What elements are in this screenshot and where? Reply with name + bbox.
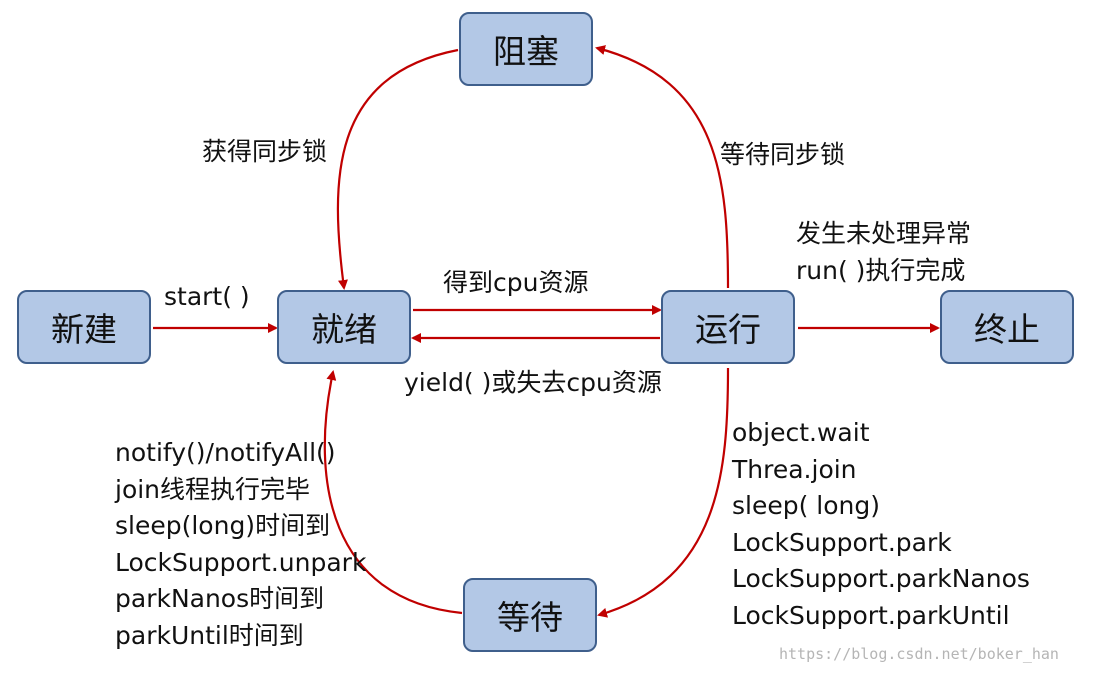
arrow-blocked-to-ready — [336, 48, 459, 290]
label-start: start( ) — [164, 282, 250, 311]
label-get-cpu: 得到cpu资源 — [443, 268, 589, 297]
wait-line: sleep( long) — [732, 491, 881, 520]
wakeup-line: parkNanos时间到 — [115, 584, 325, 613]
state-waiting: 等待 — [463, 578, 597, 652]
label-wakeup-conditions: notify()/notifyAll() join线程执行完毕 sleep(lo… — [115, 435, 366, 654]
wait-line: LockSupport.parkNanos — [732, 564, 1030, 593]
terminate-line: run( )执行完成 — [796, 255, 966, 285]
wakeup-line: parkUntil时间到 — [115, 620, 304, 650]
wait-line: object.wait — [732, 418, 870, 447]
state-terminated: 终止 — [940, 290, 1074, 364]
wait-line: Threa.join — [732, 454, 857, 484]
state-blocked: 阻塞 — [459, 12, 593, 86]
wait-line: LockSupport.parkUntil — [732, 600, 1010, 630]
label-terminate-conditions: 发生未处理异常 run( )执行完成 — [796, 216, 971, 289]
label-acquire-lock: 获得同步锁 — [202, 137, 328, 166]
watermark: https://blog.csdn.net/boker_han — [779, 645, 1059, 663]
state-ready: 就绪 — [277, 290, 411, 364]
arrow-running-to-waiting — [597, 367, 730, 618]
label-wait-methods: object.wait Threa.join sleep( long) Lock… — [732, 415, 1030, 634]
label-wait-lock: 等待同步锁 — [720, 140, 846, 169]
wakeup-line: notify()/notifyAll() — [115, 438, 336, 467]
terminate-line: 发生未处理异常 — [796, 219, 972, 248]
arrow-waiting-to-ready — [323, 370, 463, 615]
state-running: 运行 — [661, 290, 795, 364]
state-new: 新建 — [17, 290, 151, 364]
wait-line: LockSupport.park — [732, 527, 952, 557]
arrow-running-to-blocked — [595, 45, 730, 289]
wakeup-line: sleep(long)时间到 — [115, 511, 331, 540]
label-yield: yield( )或失去cpu资源 — [404, 368, 662, 397]
wakeup-line: join线程执行完毕 — [115, 474, 311, 504]
wakeup-line: LockSupport.unpark — [115, 547, 367, 577]
